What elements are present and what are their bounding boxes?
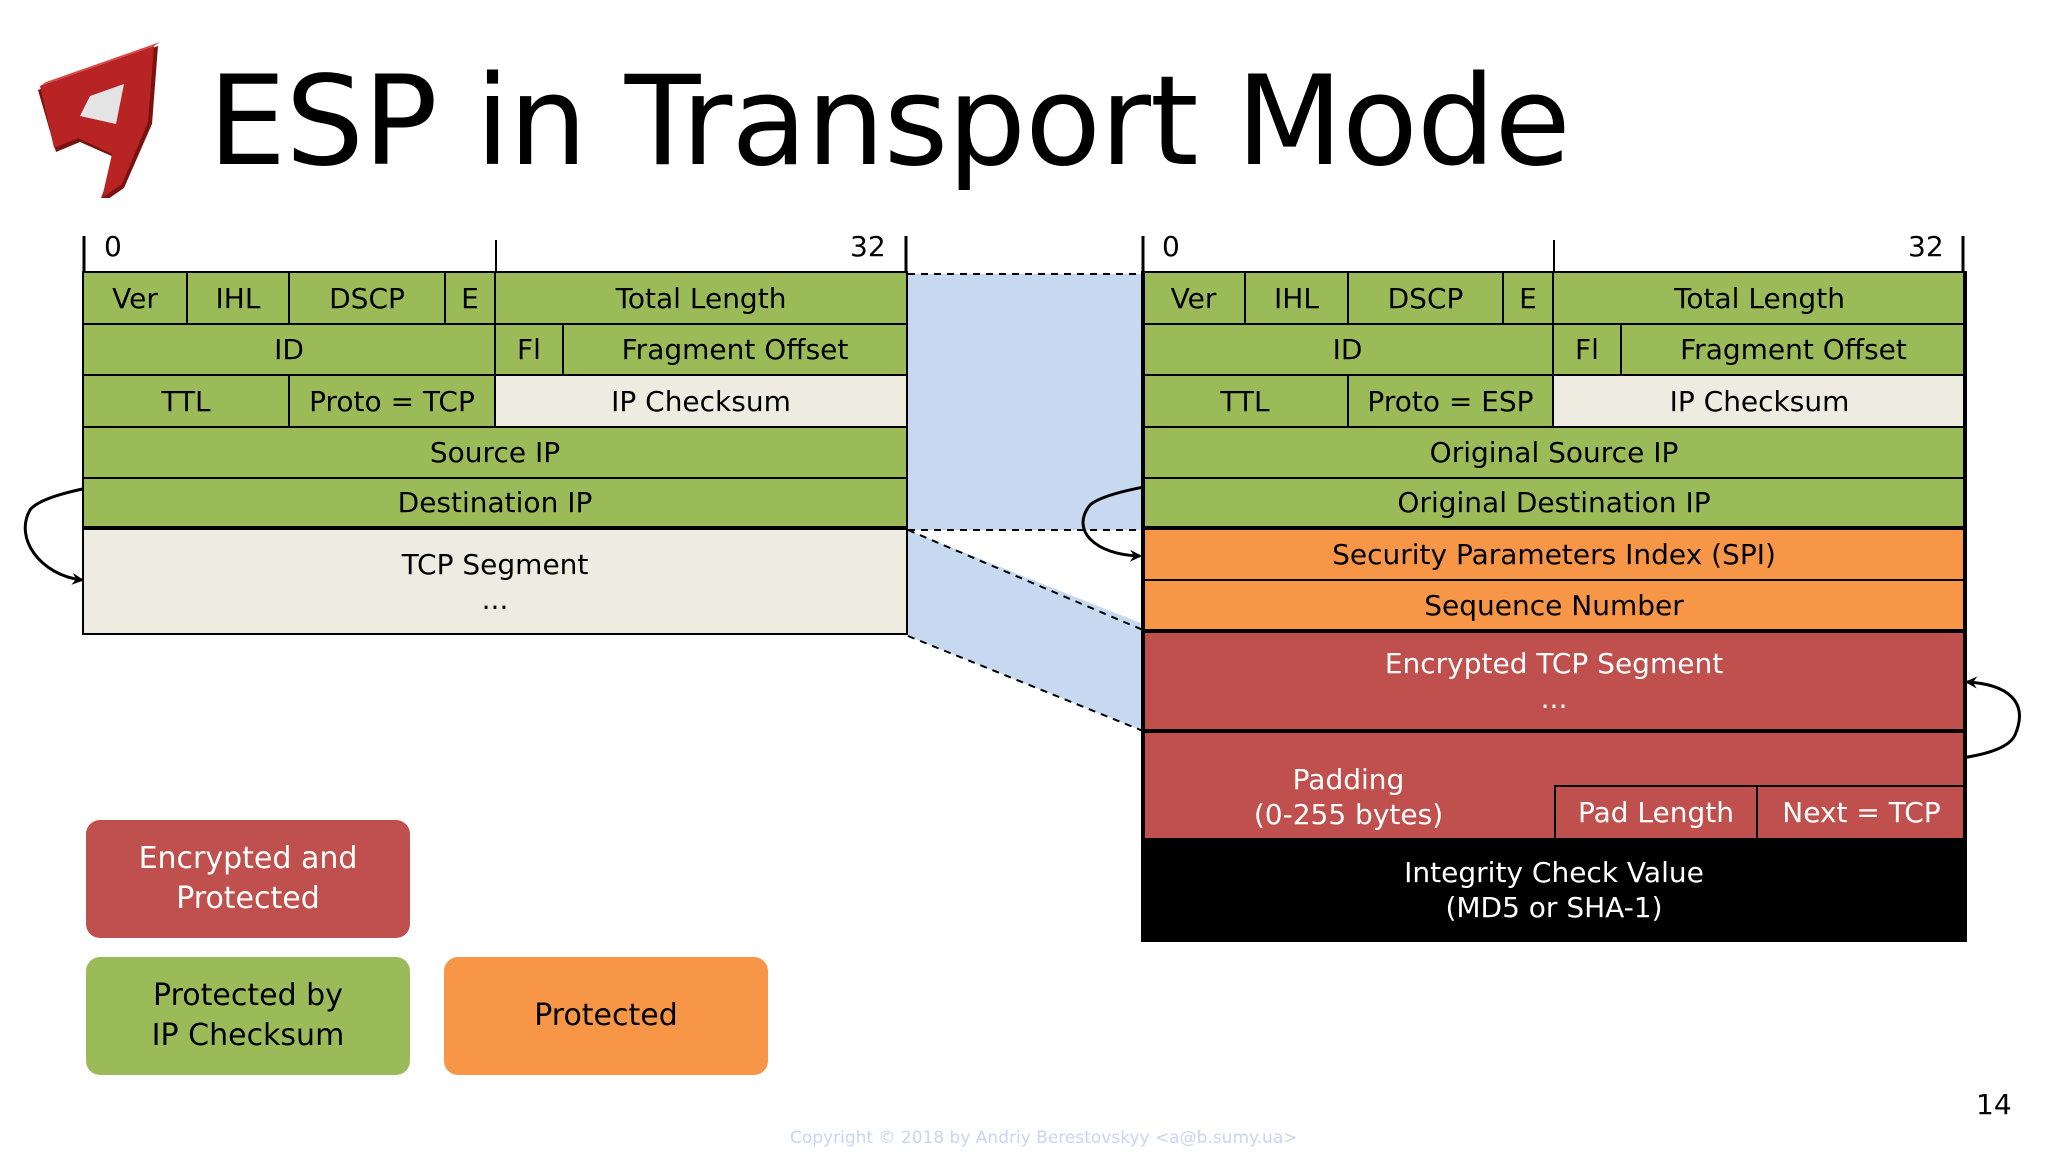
esp-icv-label: Integrity Check Value [1404,856,1704,889]
left-tcp-segment-label: TCP Segment [401,547,589,581]
left-tcp-segment-field: TCP Segment ... [84,530,906,633]
esp-padding-field: Padding (0-255 bytes) [1143,733,1554,838]
left-source-ip-field: Source IP [84,428,906,479]
payload-mapping-band [908,530,1143,731]
copyright-notice: Copyright © 2018 by Andriy Berestovskyy … [790,1128,1298,1148]
dashed-connector-diag1 [907,529,1144,631]
left-fragment-offset-field: Fragment Offset [564,325,906,376]
esp-encrypted-payload-label: Encrypted TCP Segment [1384,647,1724,680]
left-ttl-field: TTL [84,376,290,428]
left-dscp-field: DSCP [290,273,446,325]
esp-encrypted-payload-field: Encrypted TCP Segment ... [1143,633,1965,733]
right-scale-start: 0 [1162,230,1180,263]
esp-padding-label: Padding [1292,762,1405,796]
right-total-length-field: Total Length [1554,273,1965,325]
left-protocol-field: Proto = TCP [290,376,496,428]
right-dscp-field: DSCP [1349,273,1504,325]
esp-padding-fill [1554,733,1965,785]
right-scale-end: 32 [1908,230,1944,263]
legend-encrypted-line1: Encrypted and [138,840,358,876]
page-number: 14 [1976,1088,2012,1121]
right-ip-checksum-field: IP Checksum [1554,376,1965,428]
left-destination-ip-field: Destination IP [84,479,906,530]
left-ver-field: Ver [84,273,188,325]
right-flags-field: Fl [1554,325,1622,376]
right-ver-field: Ver [1143,273,1246,325]
legend-checksum-line2: IP Checksum [151,1018,345,1053]
left-scale-end: 32 [850,230,886,263]
esp-padding-range: (0-255 bytes) [1253,797,1444,831]
left-ecn-field: E [446,273,496,325]
left-flags-field: Fl [496,325,564,376]
legend-encrypted-protected: Encrypted and Protected [86,820,410,938]
right-source-ip-field: Original Source IP [1143,428,1965,479]
slide-title: ESP in Transport Mode [208,50,1571,194]
left-ihl-field: IHL [188,273,290,325]
right-fragment-offset-field: Fragment Offset [1622,325,1965,376]
esp-next-header-field: Next = TCP [1758,785,1965,838]
left-total-length-field: Total Length [496,273,906,325]
esp-pad-length-field: Pad Length [1554,785,1758,838]
esp-sequence-number-field: Sequence Number [1143,581,1965,633]
esp-spi-field: Security Parameters Index (SPI) [1143,530,1965,581]
legend-protected-by-checksum: Protected by IP Checksum [86,957,410,1075]
right-id-field: ID [1143,325,1554,376]
legend-checksum-line1: Protected by [153,977,343,1013]
right-ihl-field: IHL [1246,273,1349,325]
esp-integrity-check-value-field: Integrity Check Value (MD5 or SHA-1) [1141,838,1967,942]
legend-protected: Protected [444,957,768,1075]
left-ip-checksum-field: IP Checksum [496,376,906,428]
left-scale-start: 0 [104,230,122,263]
header-mapping-band [908,274,1143,530]
left-tcp-segment-ellipsis: ... [481,582,509,616]
right-ecn-field: E [1504,273,1554,325]
right-destination-ip-field: Original Destination IP [1143,479,1965,530]
red-3d-letter-a-logo-icon [38,42,160,198]
left-id-field: ID [84,325,496,376]
right-protocol-field: Proto = ESP [1349,376,1554,428]
right-ttl-field: TTL [1143,376,1349,428]
dashed-connector-diag2 [907,635,1144,732]
esp-encrypted-payload-ellipsis: ... [1540,682,1568,715]
esp-icv-algorithms: (MD5 or SHA-1) [1445,891,1663,924]
legend-encrypted-line2: Protected [176,881,320,916]
